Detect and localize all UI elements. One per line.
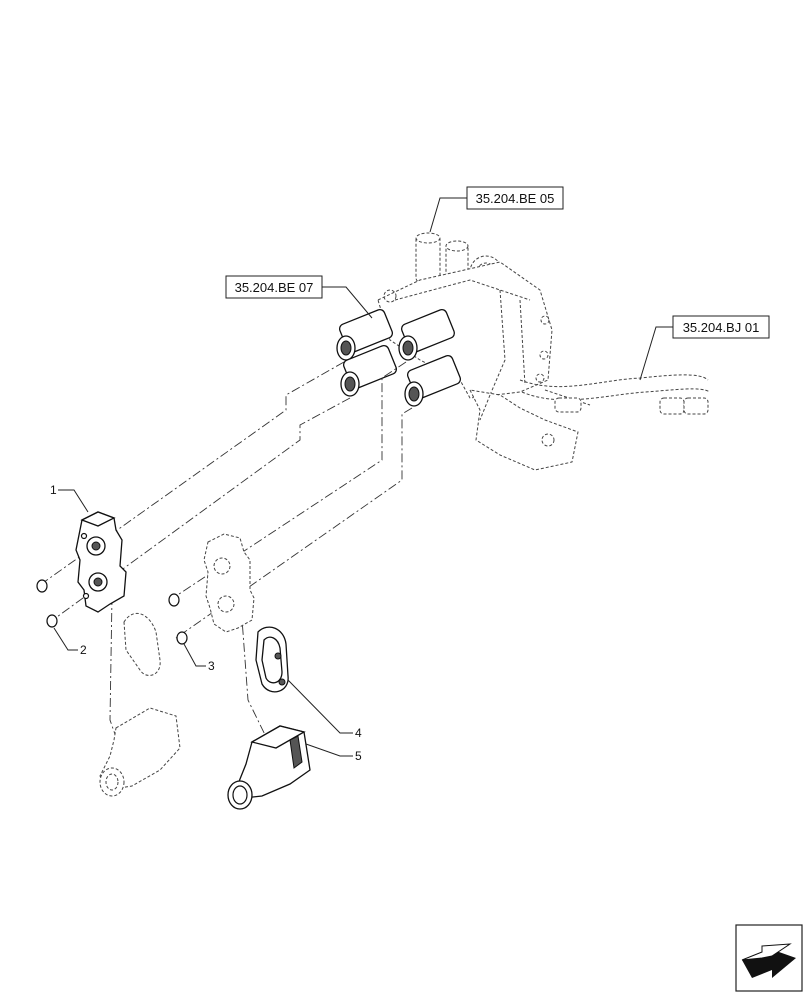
o-ring-part-2b <box>46 614 58 628</box>
o-ring-part-3b <box>176 631 188 645</box>
svg-text:35.204.BE 05: 35.204.BE 05 <box>476 191 555 206</box>
coupler-lower-left <box>340 344 398 397</box>
callout-3: 3 <box>183 643 215 673</box>
svg-text:4: 4 <box>355 726 362 740</box>
reference-bj01[interactable]: 35.204.BJ 01 <box>639 315 770 381</box>
gasket-fitting-phantom <box>99 612 181 797</box>
o-rings <box>36 579 188 645</box>
svg-text:1: 1 <box>50 483 57 497</box>
svg-text:2: 2 <box>80 643 87 657</box>
svg-text:5: 5 <box>355 749 362 763</box>
valve-section-phantom <box>203 533 255 633</box>
part-1-valve-section <box>75 511 127 613</box>
valve-assembly-phantom <box>377 232 711 471</box>
reference-be05[interactable]: 35.204.BE 05 <box>429 186 564 233</box>
callout-1: 1 <box>50 483 89 513</box>
reference-be07[interactable]: 35.204.BE 07 <box>225 275 373 319</box>
coupler-upper-left <box>336 308 394 361</box>
callout-5: 5 <box>305 743 362 763</box>
o-ring-part-3a <box>168 593 180 607</box>
quick-couplers <box>336 308 462 407</box>
coupler-lower-right <box>404 354 462 407</box>
callout-4: 4 <box>287 679 362 740</box>
part-5-fitting <box>227 725 311 810</box>
next-page-arrow-icon[interactable] <box>735 924 803 992</box>
svg-text:35.204.BJ 01: 35.204.BJ 01 <box>683 320 760 335</box>
callout-2: 2 <box>53 627 87 657</box>
explosion-centerlines <box>39 361 413 761</box>
part-4-seal <box>255 626 289 693</box>
o-ring-part-2a <box>36 579 48 593</box>
svg-text:35.204.BE 07: 35.204.BE 07 <box>235 280 314 295</box>
svg-text:3: 3 <box>208 659 215 673</box>
coupler-upper-right <box>398 308 456 361</box>
